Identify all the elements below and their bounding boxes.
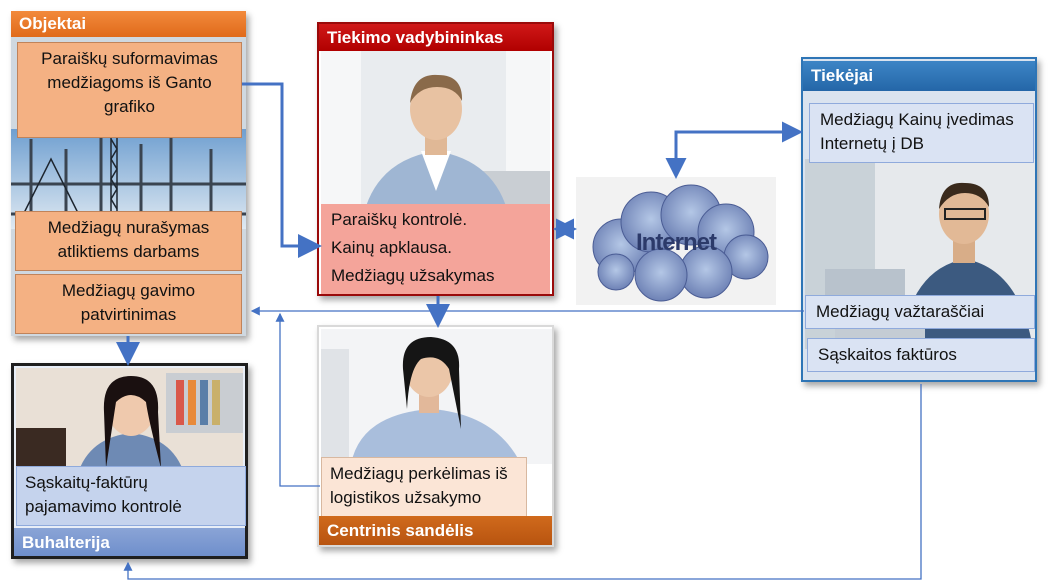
tiekimas-box: Paraiškų kontrolė. Kainų apklausa. Medži… (321, 204, 550, 294)
tiekimas-line-kontrole: Paraiškų kontrolė. (331, 210, 468, 229)
buhalterija-panel: Sąskaitų-faktūrų pajamavimo kontrolė Buh… (11, 363, 248, 559)
tiekimas-line-uzsakymas: Medžiagų užsakymas (331, 266, 495, 285)
cloud-icon (592, 184, 769, 302)
internet-cloud: Internet (576, 177, 776, 305)
tiekejai-box-saskaitos: Sąskaitos faktūros (807, 338, 1035, 372)
accountant-photo (16, 368, 243, 480)
tiekimas-header: Tiekimo vadybininkas (319, 24, 552, 51)
buhalterija-footer: Buhalterija (14, 528, 245, 556)
tiekejai-header: Tiekėjai (803, 61, 1035, 91)
accountant-person-icon (16, 368, 243, 480)
warehouse-person-icon (321, 329, 552, 464)
sandelis-footer: Centrinis sandėlis (319, 516, 552, 545)
tiekejai-box-kainu: Medžiagų Kainų įvedimas Internetų į DB (809, 103, 1034, 163)
objektai-header: Objektai (11, 11, 246, 37)
objektai-box-paraisku: Paraiškų suformavimas medžiagoms iš Gant… (17, 42, 242, 138)
tiekimas-line-apklausa: Kainų apklausa. (331, 238, 452, 257)
internet-label: Internet (635, 229, 717, 256)
manager-photo (321, 51, 550, 227)
sandelis-panel: Medžiagų perkėlimas iš logistikos užsaky… (317, 325, 554, 547)
sandelis-box: Medžiagų perkėlimas iš logistikos užsaky… (321, 457, 527, 517)
tiekejai-box-vaztarasciai: Medžiagų važtaraščiai (805, 295, 1035, 329)
manager-person-icon (321, 51, 550, 227)
objektai-box-nurasymas: Medžiagų nurašymas atliktiems darbams (15, 211, 242, 271)
objektai-box-gavimas: Medžiagų gavimo patvirtinimas (15, 274, 242, 334)
buhalterija-box: Sąskaitų-faktūrų pajamavimo kontrolė (16, 466, 246, 526)
tiekejai-panel: Tiekėjai Medžiagų Kainų įvedimas Interne… (801, 57, 1037, 382)
objektai-panel: Objektai Paraiškų suformavimas medžiagom… (11, 11, 246, 336)
warehouse-photo (321, 329, 552, 464)
tiekimas-panel: Tiekimo vadybininkas Paraiškų kontrolė. … (317, 22, 554, 296)
